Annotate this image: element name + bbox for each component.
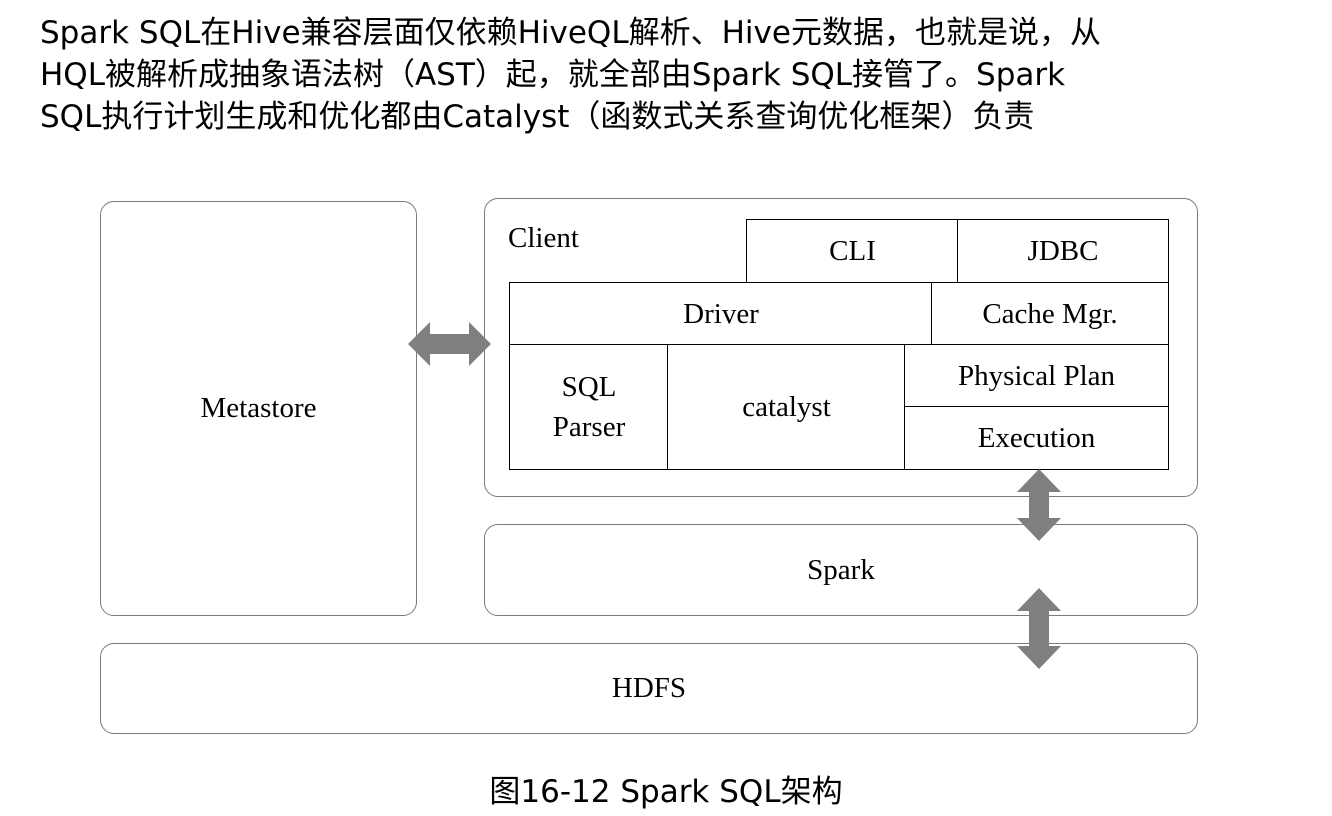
metastore-label: Metastore bbox=[200, 391, 317, 424]
intro-paragraph: Spark SQL在Hive兼容层面仅依赖HiveQL解析、Hive元数据，也就… bbox=[40, 12, 1300, 138]
hdfs-label: HDFS bbox=[611, 671, 687, 704]
metastore-client-arrow bbox=[408, 322, 491, 366]
execution-cell: Execution bbox=[904, 406, 1169, 470]
metastore-box bbox=[100, 201, 417, 616]
hdfs-box bbox=[100, 643, 1198, 734]
intro-line-1: Spark SQL在Hive兼容层面仅依赖HiveQL解析、Hive元数据，也就… bbox=[40, 15, 1101, 51]
sql-parser-line-1: SQL bbox=[561, 371, 617, 403]
intro-line-3: SQL执行计划生成和优化都由Catalyst（函数式关系查询优化框架）负责 bbox=[40, 99, 1035, 135]
jdbc-cell: JDBC bbox=[957, 219, 1169, 283]
spark-box bbox=[484, 524, 1198, 616]
spark-label: Spark bbox=[807, 553, 875, 586]
sql-parser-cell: SQL Parser bbox=[509, 344, 669, 470]
intro-line-2: HQL被解析成抽象语法树（AST）起，就全部由Spark SQL接管了。Spar… bbox=[40, 57, 1066, 93]
client-label: Client bbox=[508, 221, 579, 254]
sql-parser-line-2: Parser bbox=[552, 411, 626, 443]
cli-cell: CLI bbox=[746, 219, 959, 283]
spark-hdfs-arrow bbox=[1017, 588, 1061, 669]
cache-mgr-cell: Cache Mgr. bbox=[931, 282, 1169, 346]
client-spark-arrow bbox=[1017, 469, 1061, 541]
driver-cell: Driver bbox=[509, 282, 933, 346]
catalyst-cell: catalyst bbox=[667, 344, 906, 470]
figure-caption: 图16-12 Spark SQL架构 bbox=[489, 774, 843, 810]
